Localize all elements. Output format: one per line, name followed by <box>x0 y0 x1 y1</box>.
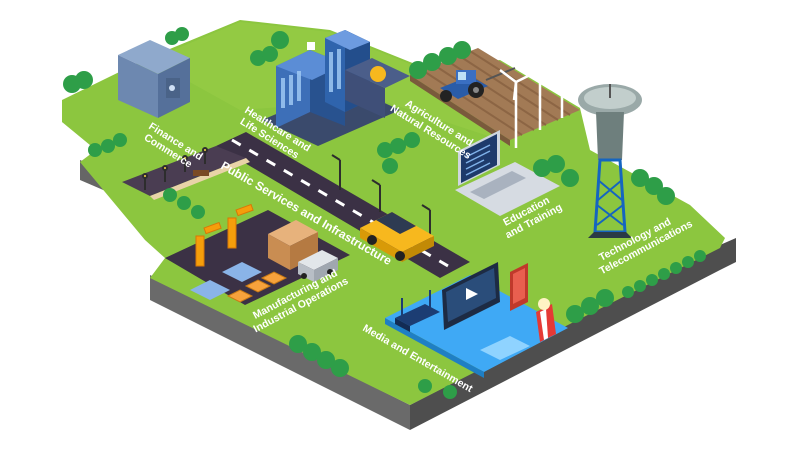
phone-icon <box>510 263 528 311</box>
popcorn-icon <box>536 298 556 342</box>
hospital-icon <box>262 30 410 146</box>
truck-icon <box>298 250 338 282</box>
laptop-icon <box>455 130 560 216</box>
road-icon <box>122 132 470 278</box>
agriculture-field <box>410 35 580 148</box>
robot-arm-icon <box>190 203 288 303</box>
antenna-tower-icon <box>578 84 642 238</box>
trees <box>63 27 706 399</box>
safe-icon <box>118 40 190 118</box>
car-icon <box>360 212 434 262</box>
boxes-icon <box>268 220 318 270</box>
wind-turbine-icon <box>499 35 579 148</box>
television-icon <box>442 262 500 330</box>
tractor-icon <box>440 67 516 102</box>
sofa-icon <box>480 336 530 360</box>
router-icon <box>395 290 440 332</box>
